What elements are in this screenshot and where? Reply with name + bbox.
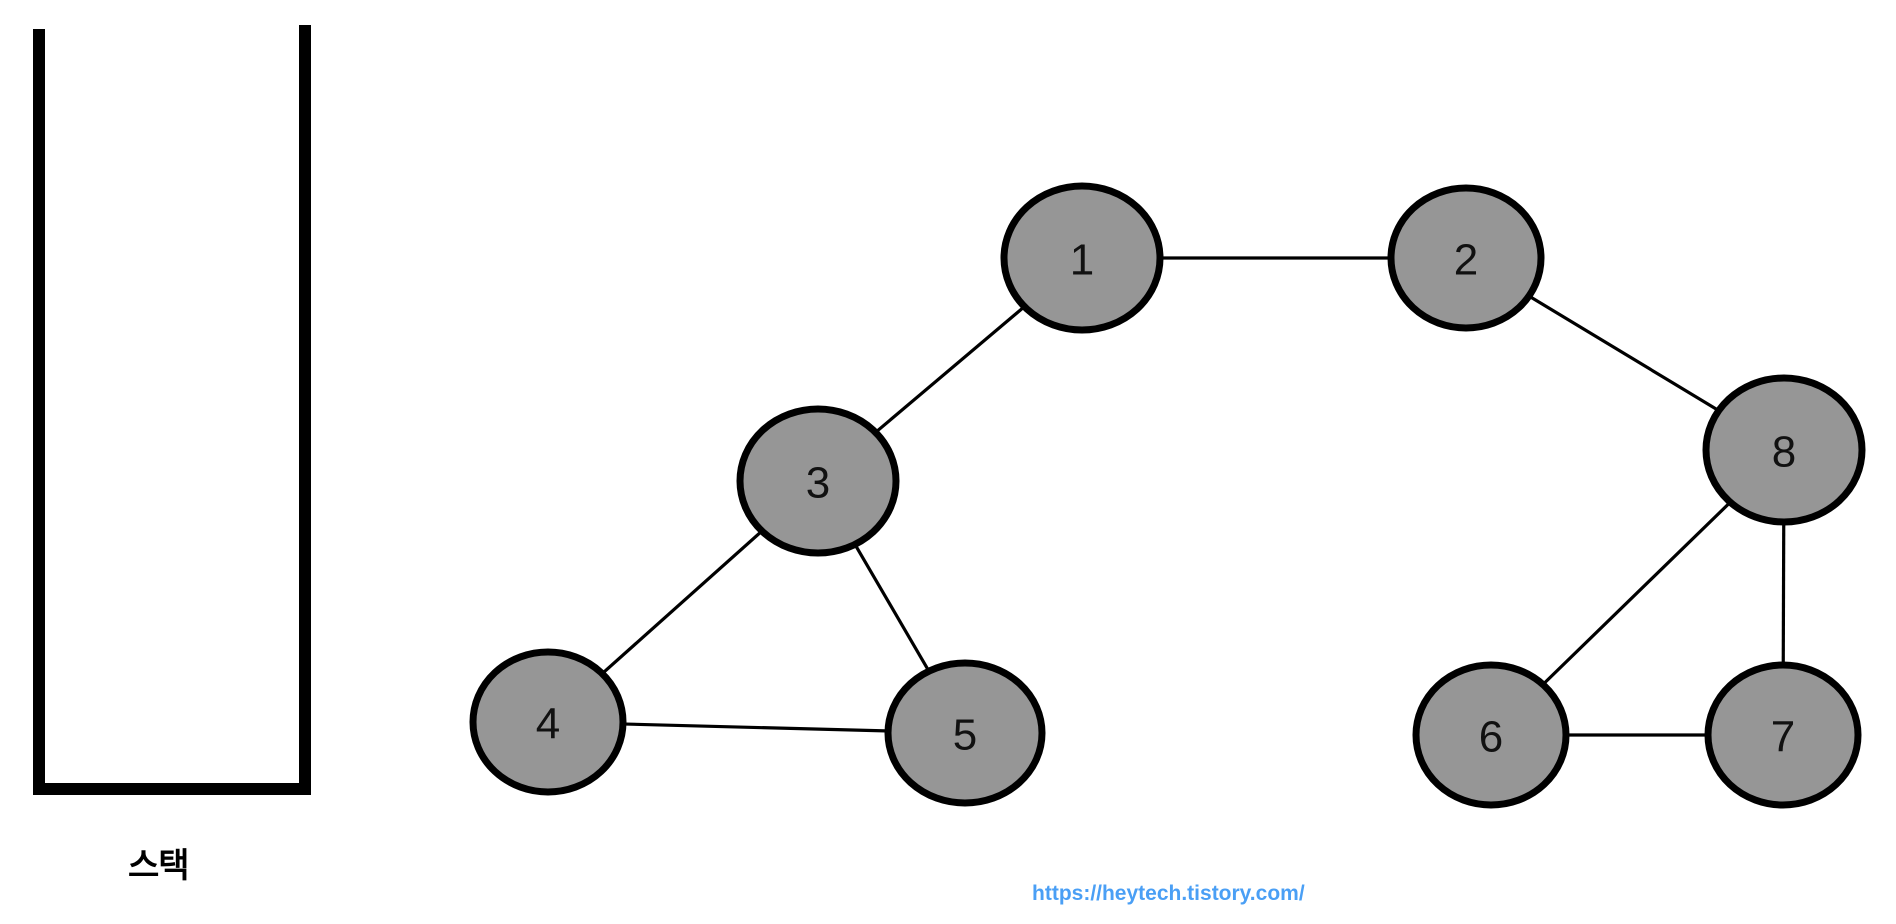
graph-node-7[interactable]: 7 [1704,661,1862,809]
graph-node-circle-2 [1387,184,1545,332]
graph-edge-3-5 [852,541,932,674]
stack-label: 스택 [128,847,190,885]
stack-left-wall [33,29,45,795]
stack-bottom-bar [33,783,311,795]
graph-node-circle-3 [736,405,900,557]
graph-edge-3-4 [599,528,765,677]
graph-node-1[interactable]: 1 [1000,182,1164,334]
stack-container [33,25,311,795]
graph-node-3[interactable]: 3 [736,405,900,557]
stack-right-wall [299,25,311,795]
graph-node-6[interactable]: 6 [1412,661,1570,809]
graph-node-circle-1 [1000,182,1164,334]
graph-node-circle-6 [1412,661,1570,809]
graph-edge-1-3 [872,304,1028,435]
graph-node-2[interactable]: 2 [1387,184,1545,332]
graph-edge-8-7 [1781,519,1786,668]
graph-node-4[interactable]: 4 [469,648,627,796]
graph-node-circle-8 [1702,374,1866,526]
graph-node-circle-4 [469,648,627,796]
graph-edge-2-8 [1526,293,1722,413]
graph-node-8[interactable]: 8 [1702,374,1866,526]
graph-node-5[interactable]: 5 [884,659,1046,807]
graph-node-circle-5 [884,659,1046,807]
graph-edge-8-6 [1540,499,1733,688]
graph-edge-4-5 [620,722,891,733]
graph-node-circle-7 [1704,661,1862,809]
watermark-url: https://heytech.tistory.com/ [1032,882,1305,905]
graph-edges [599,256,1786,737]
